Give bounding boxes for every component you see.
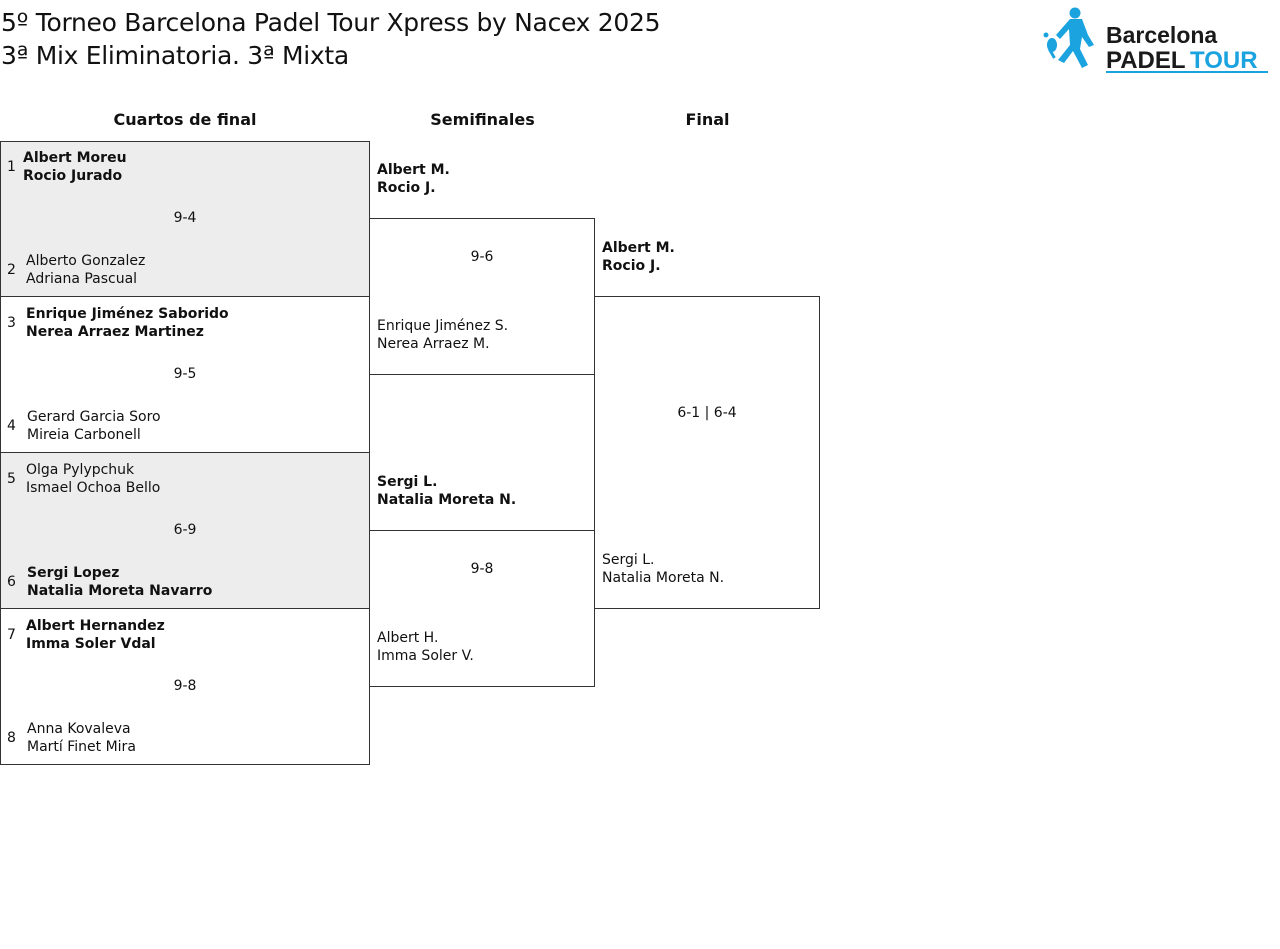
seed-number: 2 bbox=[7, 262, 16, 278]
team-entry: Sergi L.Natalia Moreta N. bbox=[602, 552, 725, 586]
svg-text:PADEL: PADEL bbox=[1106, 47, 1186, 74]
svg-text:TOUR: TOUR bbox=[1190, 47, 1258, 74]
seed-number: 5 bbox=[7, 471, 16, 487]
team-entry: Sergi L.Natalia Moreta N. bbox=[377, 474, 517, 508]
team-entry: Enrique Jiménez S.Nerea Arraez M. bbox=[377, 318, 509, 352]
team-entry: Albert H.Imma Soler V. bbox=[377, 630, 474, 664]
match-score: 6-9 bbox=[173, 522, 197, 538]
tournament-title: 5º Torneo Barcelona Padel Tour Xpress by… bbox=[1, 8, 661, 37]
seed-number: 6 bbox=[7, 574, 16, 590]
padel-player-icon bbox=[1043, 7, 1094, 68]
match-score: 9-8 bbox=[470, 561, 494, 577]
category-title: 3ª Mix Eliminatoria. 3ª Mixta bbox=[1, 41, 349, 70]
final-match bbox=[594, 296, 820, 609]
seed-number: 1 bbox=[7, 159, 16, 175]
team-entry: Albert M.Rocio J. bbox=[602, 240, 675, 274]
seed-number: 4 bbox=[7, 418, 16, 434]
team-entry: Albert M.Rocio J. bbox=[377, 162, 450, 196]
match-score: 9-5 bbox=[173, 366, 197, 382]
match-score: 9-6 bbox=[470, 249, 494, 265]
seed-number: 3 bbox=[7, 315, 16, 331]
match-score: 6-1 | 6-4 bbox=[677, 405, 737, 421]
match-score: 9-4 bbox=[173, 210, 197, 226]
quarterfinal-match-3 bbox=[0, 452, 370, 609]
svg-text:Barcelona: Barcelona bbox=[1106, 22, 1217, 48]
match-score: 9-8 bbox=[173, 678, 197, 694]
round-header-semis: Semifinales bbox=[430, 110, 535, 129]
barcelona-padel-tour-logo: Barcelona PADEL TOUR bbox=[1043, 7, 1268, 74]
quarterfinal-match-1 bbox=[0, 141, 370, 297]
seed-number: 7 bbox=[7, 627, 16, 643]
round-header-quarters: Cuartos de final bbox=[113, 110, 257, 129]
round-header-final: Final bbox=[685, 110, 730, 129]
seed-number: 8 bbox=[7, 730, 16, 746]
